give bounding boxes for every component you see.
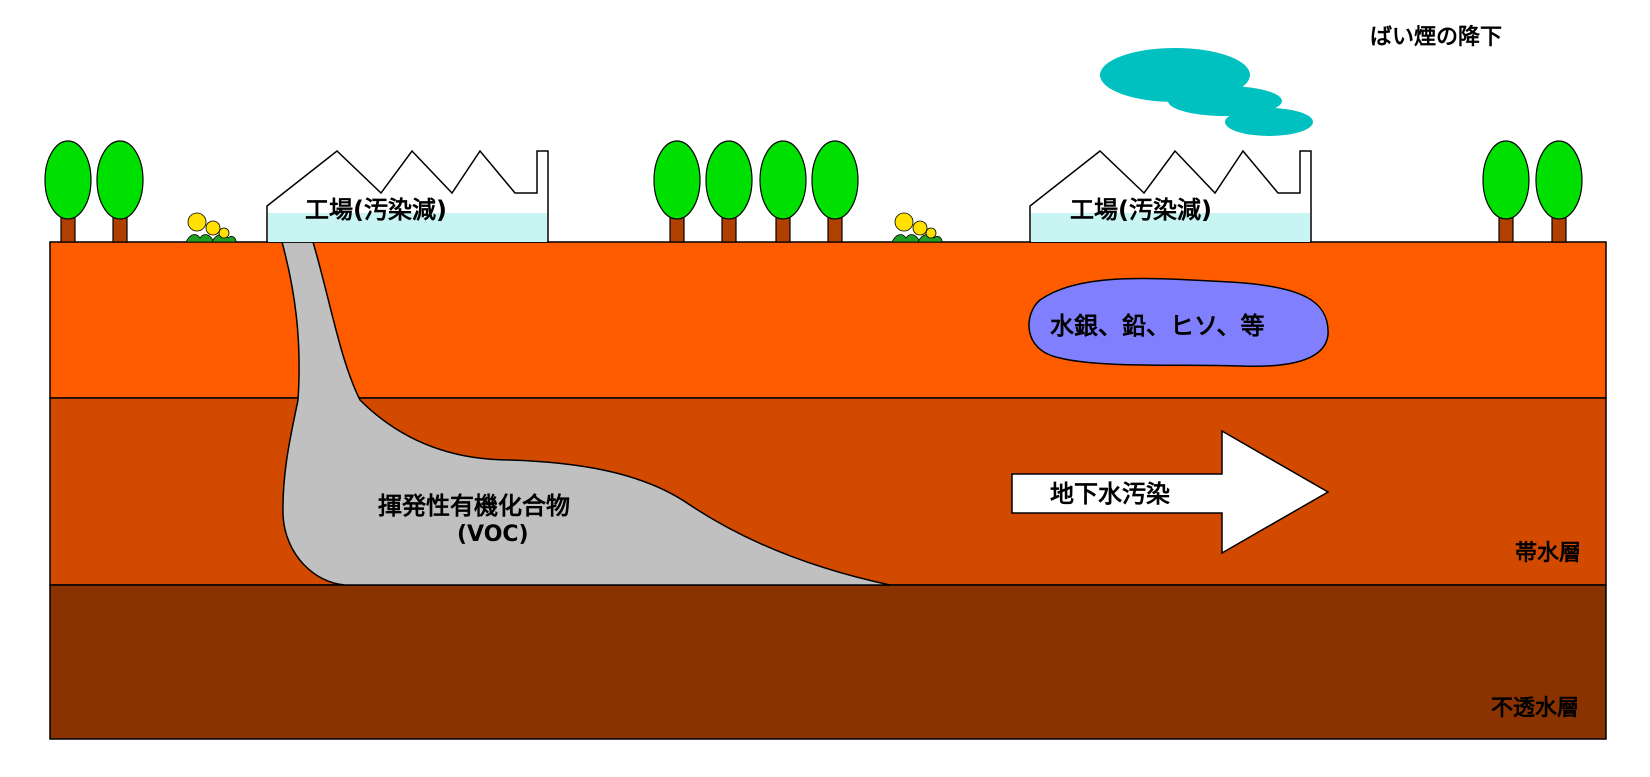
aquifer-label: 帯水層: [1515, 540, 1581, 566]
tree: [44, 140, 92, 243]
tree-group-center: [653, 140, 859, 243]
impermeable-layer-label: 不透水層: [1491, 696, 1579, 721]
voc-plume: [281, 241, 891, 586]
topsoil-layer: [49, 241, 1607, 399]
factory-right-label: 工場(汚染減): [1070, 196, 1212, 224]
factory-right: [1029, 149, 1312, 243]
groundwater-pollution-label: 地下水汚染: [1050, 480, 1170, 508]
flower-cluster-center: [891, 212, 943, 243]
voc-name-label: 揮発性有機化合物: [378, 492, 570, 520]
tree-group-right: [1482, 140, 1583, 243]
impermeable-layer: [49, 584, 1607, 740]
factory-left: [266, 149, 549, 243]
tree: [811, 140, 859, 243]
heavy-metals-label: 水銀、鉛、ヒソ、等: [1050, 312, 1265, 340]
tree: [1482, 140, 1530, 243]
tree: [653, 140, 701, 243]
smoke-cloud: [1100, 48, 1313, 136]
flower-cluster-left: [185, 212, 237, 243]
smoke-fallout-label: ばい煙の降下: [1370, 25, 1502, 50]
tree: [1535, 140, 1583, 243]
voc-abbr-label: (VOC): [457, 522, 529, 547]
tree: [96, 140, 144, 243]
tree: [705, 140, 753, 243]
groundwater-flow-arrow: [1011, 429, 1330, 555]
factory-left-label: 工場(汚染減): [305, 196, 447, 224]
tree: [759, 140, 807, 243]
tree-group-left: [44, 140, 144, 243]
heavy-metals-pool: [1028, 277, 1329, 368]
